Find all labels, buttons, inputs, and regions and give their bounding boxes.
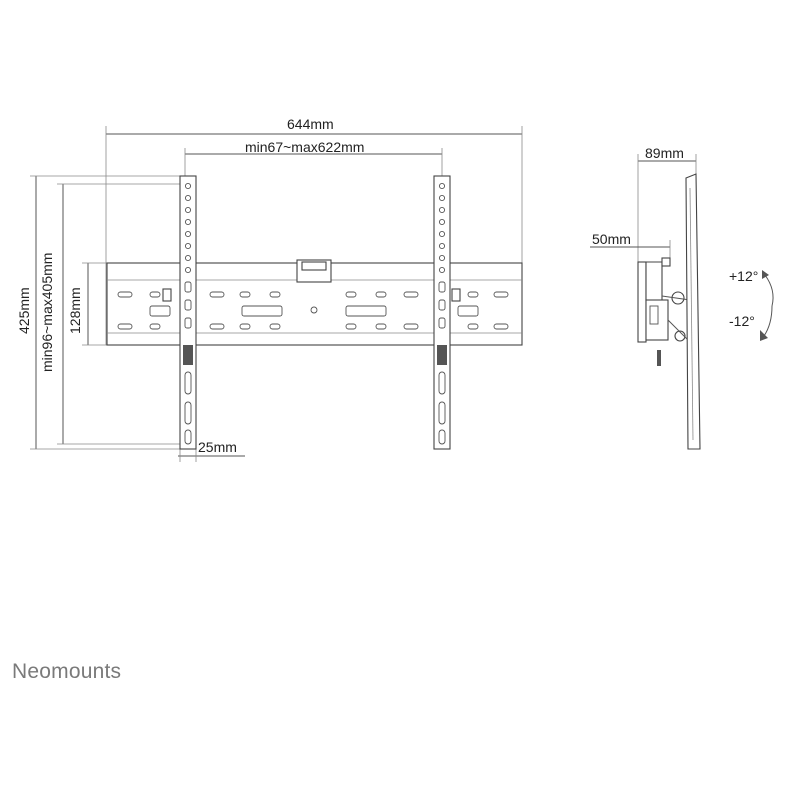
side-min-depth-label: 50mm (592, 231, 631, 247)
tilt-down-label: -12° (729, 313, 755, 329)
vesa-vertical-label: min96~max405mm (39, 252, 55, 372)
vesa-horizontal-label: min67~max622mm (245, 139, 365, 155)
overall-width-label: 644mm (287, 116, 334, 132)
right-mounting-strip (433, 175, 451, 450)
dimension-lines-side (590, 154, 697, 262)
side-view-bracket (637, 173, 701, 450)
overall-height-label: 425mm (16, 287, 32, 334)
wall-plate (106, 259, 523, 346)
dimension-lines-front (30, 126, 523, 462)
tilt-arcs (760, 270, 774, 341)
left-mounting-strip (179, 175, 197, 450)
strip-width-label: 25mm (198, 439, 237, 455)
side-depth-label: 89mm (645, 145, 684, 161)
rail-height-label: 128mm (67, 287, 83, 334)
brand-logo: Neomounts (12, 660, 122, 683)
tilt-up-label: +12° (729, 268, 759, 284)
